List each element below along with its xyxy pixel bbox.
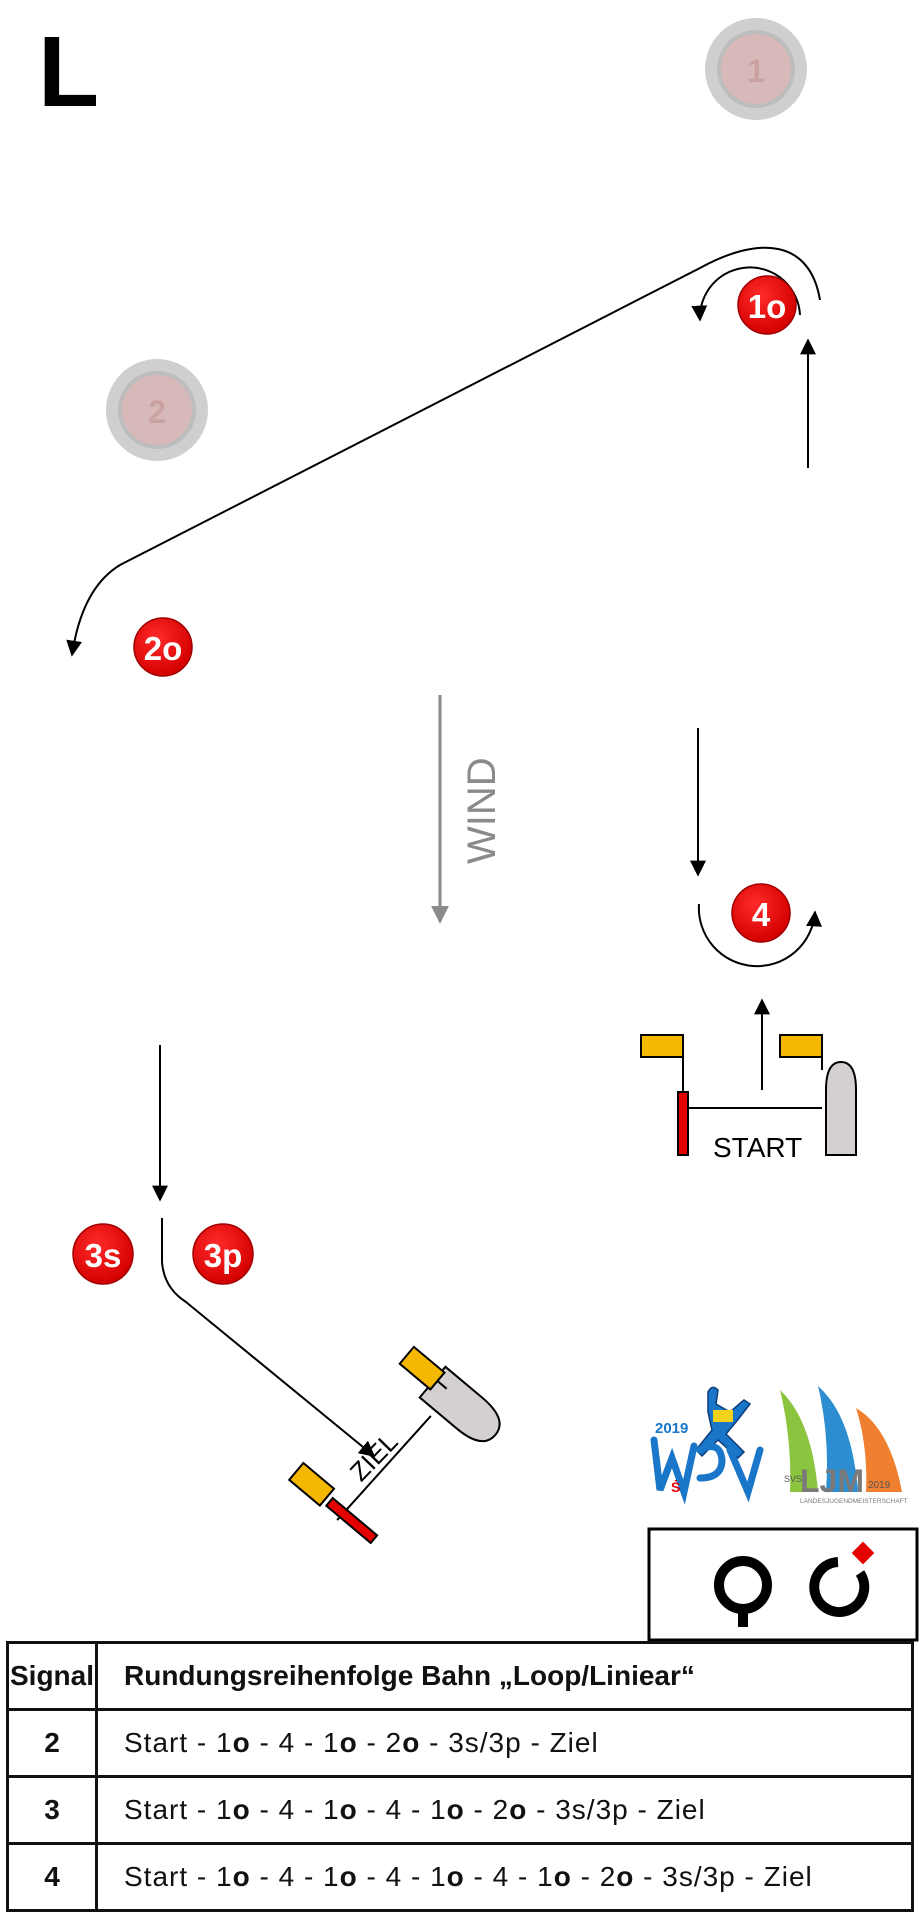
finish-pin-buoy — [324, 1496, 379, 1545]
table-row: 3 Start - 1o - 4 - 1o - 4 - 1o - 2o - 3s… — [6, 1775, 914, 1845]
finish-line-rope — [336, 1415, 432, 1521]
ghost-mark-2: 2 — [106, 359, 208, 461]
row-signal: 4 — [6, 1842, 98, 1912]
mark-2o-label: 2o — [144, 630, 183, 667]
mark-3p-label: 3p — [204, 1237, 243, 1274]
start-pin-buoy — [677, 1091, 689, 1156]
start-boat-icon — [825, 1060, 857, 1156]
loop-course-icon — [809, 1541, 875, 1617]
course-path — [66, 246, 822, 1458]
ljm-logo: SVS LJM 2019 LANDESJUGENDMEISTERSCHAFT — [780, 1386, 908, 1505]
ljm-small-text: SVS — [784, 1474, 802, 1484]
games-logo-year: 2019 — [655, 1420, 688, 1437]
sail-blue-icon — [818, 1386, 858, 1492]
course-letter: L — [38, 16, 99, 128]
table-row: 2 Start - 1o - 4 - 1o - 2o - 3s/3p - Zie… — [6, 1708, 914, 1778]
row-signal: 2 — [6, 1708, 98, 1778]
sparkasse-icon: Ṡ — [671, 1479, 680, 1495]
mark-4-label: 4 — [752, 896, 771, 933]
row-sequence: Start - 1o - 4 - 1o - 4 - 1o - 4 - 1o - … — [95, 1842, 914, 1912]
sail-green-icon — [780, 1390, 818, 1492]
wind-label: WIND — [460, 757, 504, 864]
finish-boat-icon — [418, 1365, 501, 1443]
start-line: START — [640, 1034, 857, 1163]
table-header-row: Signal Rundungsreihenfolge Bahn „Loop/Li… — [6, 1641, 914, 1711]
header-signal: Signal — [6, 1641, 98, 1711]
games-logo-wordmark — [650, 1436, 764, 1505]
leg-gate-to-finish — [161, 1218, 376, 1458]
mark-2o: 2o — [133, 617, 193, 677]
mark-3s: 3s — [72, 1223, 134, 1285]
header-sequence: Rundungsreihenfolge Bahn „Loop/Liniear“ — [95, 1641, 914, 1711]
mark-1o: 1o — [737, 275, 797, 335]
loop-4 — [697, 903, 822, 968]
ljm-wordmark: LJM — [800, 1463, 864, 1499]
mark-4: 4 — [731, 883, 791, 943]
wind-indicator: WIND — [431, 695, 504, 924]
games-logo: 2019 Ṡ — [650, 1386, 764, 1505]
finish-flag-bottom-icon — [287, 1461, 336, 1507]
table-row: 4 Start - 1o - 4 - 1o - 4 - 1o - 4 - 1o … — [6, 1842, 914, 1912]
row-signal: 3 — [6, 1775, 98, 1845]
q-flag-icon — [714, 1556, 772, 1627]
row-sequence: Start - 1o - 4 - 1o - 2o - 3s/3p - Ziel — [95, 1708, 914, 1778]
sail-orange-icon — [856, 1408, 902, 1492]
ljm-year: 2019 — [868, 1480, 891, 1491]
ghost-mark-1-label: 1 — [747, 53, 765, 89]
course-sequence-table: Signal Rundungsreihenfolge Bahn „Loop/Li… — [6, 1641, 914, 1912]
mark-3s-label: 3s — [85, 1237, 122, 1274]
start-flag-right-icon — [779, 1034, 823, 1058]
ghost-mark-1: 1 — [705, 18, 807, 120]
ljm-caption: LANDESJUGENDMEISTERSCHAFT — [800, 1498, 908, 1505]
leg-1o-to-2o — [66, 246, 821, 657]
ghost-mark-2-label: 2 — [148, 394, 166, 430]
mark-1o-label: 1o — [748, 288, 787, 325]
signal-flag-box — [647, 1527, 919, 1642]
start-label: START — [713, 1132, 802, 1163]
start-flag-left-icon — [640, 1034, 684, 1058]
finish-flag-top-icon — [398, 1345, 446, 1391]
row-sequence: Start - 1o - 4 - 1o - 4 - 1o - 2o - 3s/3… — [95, 1775, 914, 1845]
mark-3p: 3p — [192, 1223, 254, 1285]
finish-line: ZIEL — [287, 1345, 501, 1545]
